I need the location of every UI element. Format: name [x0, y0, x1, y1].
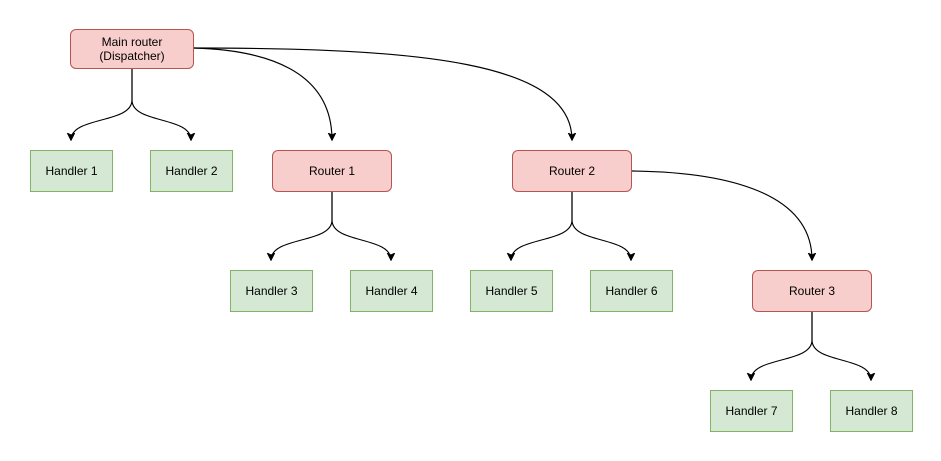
edge-main-router-to-router-1: [193, 47, 332, 140]
node-handler-3[interactable]: Handler 3: [230, 270, 313, 312]
node-handler-7[interactable]: Handler 7: [710, 390, 793, 432]
node-label-handler-3: Handler 3: [245, 284, 298, 298]
node-handler-5[interactable]: Handler 5: [470, 270, 553, 312]
node-label-handler-7: Handler 7: [725, 404, 778, 418]
node-label-handler-8: Handler 8: [845, 404, 898, 418]
node-router-3[interactable]: Router 3: [752, 270, 872, 312]
edge-router-2-to-router-3: [631, 170, 812, 260]
edge-main-router-to-handler-1: [71, 68, 133, 140]
node-label-router-2: Router 2: [548, 164, 596, 178]
edge-router-1-to-handler-4: [331, 191, 391, 260]
node-label-handler-6: Handler 6: [605, 284, 658, 298]
edge-main-router-to-router-2: [193, 47, 572, 140]
node-label-handler-1: Handler 1: [45, 164, 98, 178]
edge-router-2-to-handler-5: [511, 191, 573, 260]
node-label-handler-2: Handler 2: [165, 164, 218, 178]
node-main-router[interactable]: Main router (Dispatcher): [70, 29, 194, 69]
node-handler-6[interactable]: Handler 6: [590, 270, 673, 312]
edge-main-router-to-handler-2: [131, 68, 191, 140]
node-router-1[interactable]: Router 1: [272, 150, 392, 192]
node-handler-8[interactable]: Handler 8: [830, 390, 913, 432]
node-handler-1[interactable]: Handler 1: [30, 150, 113, 192]
node-label-main-router: Main router (Dispatcher): [99, 35, 165, 63]
node-handler-2[interactable]: Handler 2: [150, 150, 233, 192]
node-label-handler-5: Handler 5: [485, 284, 538, 298]
node-label-handler-4: Handler 4: [365, 284, 418, 298]
edge-router-3-to-handler-8: [811, 311, 871, 380]
node-label-router-3: Router 3: [788, 284, 836, 298]
edge-router-1-to-handler-3: [271, 191, 333, 260]
node-handler-4[interactable]: Handler 4: [350, 270, 433, 312]
node-label-router-1: Router 1: [308, 164, 356, 178]
edges-group: [71, 47, 871, 380]
node-router-2[interactable]: Router 2: [512, 150, 632, 192]
edge-router-3-to-handler-7: [751, 311, 813, 380]
edge-router-2-to-handler-6: [571, 191, 631, 260]
